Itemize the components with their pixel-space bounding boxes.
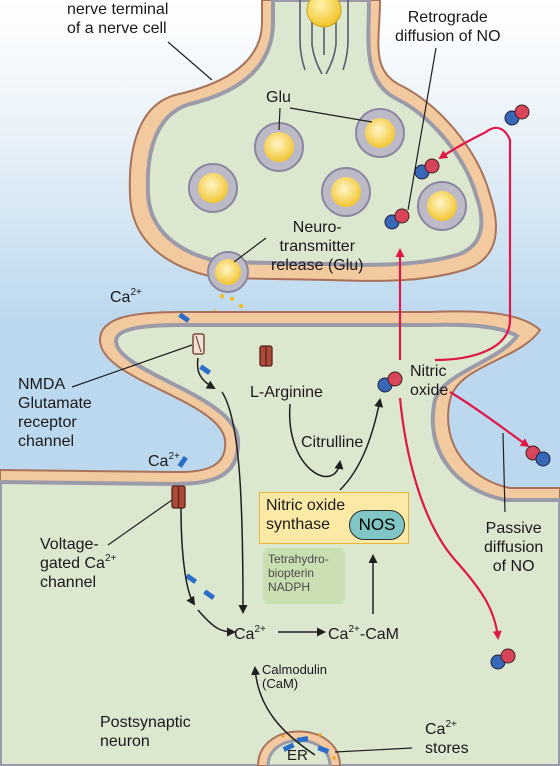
- neurotransmitter-release-label: Neuro- transmitter release (Glu): [271, 218, 363, 275]
- vesicle: [355, 108, 405, 158]
- nitric-oxide-line-2: oxide: [410, 382, 449, 399]
- retrograde-line-2: diffusion of NO: [395, 28, 501, 45]
- vesicle: [254, 122, 304, 172]
- ca-center-label: Ca2+: [234, 623, 266, 644]
- passive-line-1: Passive: [485, 520, 542, 537]
- ca-stores-dots: [281, 733, 336, 760]
- nos-synthase-line-1: Nitric oxide: [266, 497, 346, 514]
- ca-charge: 2+: [168, 450, 180, 462]
- ca-charge: 2+: [445, 718, 457, 730]
- passive-line-2: diffusion: [484, 539, 544, 556]
- no-molecule: [377, 371, 403, 393]
- cofactor-line-2: biopterin: [268, 566, 315, 580]
- voltage-gated-line-2: gated Ca: [40, 555, 105, 572]
- citrulline-label: Citrulline: [301, 434, 364, 451]
- calmodulin-line-2: (CaM): [262, 676, 299, 691]
- glu-label: Glu: [266, 89, 291, 106]
- receptor-channel: [259, 345, 273, 367]
- nmda-line-2: Glutamate: [18, 395, 92, 412]
- leader-lines: [71, 41, 506, 753]
- no-diffusion-arrows: [395, 126, 530, 640]
- neurotransmitter-line-3: release (Glu): [271, 257, 364, 274]
- no-molecule: [414, 158, 440, 180]
- neurotransmitter-line-1: Neuro-: [292, 219, 342, 236]
- ca-cam-label: Ca2+-CaM: [328, 623, 399, 644]
- nos-synthase-line-2: synthase: [266, 516, 331, 533]
- er-label: ER: [287, 747, 308, 764]
- l-arginine-label: L-Arginine: [250, 384, 323, 401]
- nmda-receptor-label: NMDA Glutamate receptor channel: [18, 375, 92, 451]
- ca-text: Ca: [425, 721, 446, 738]
- glutamate-vesicles: [188, 108, 467, 293]
- ca-text: Ca: [328, 626, 349, 643]
- no-molecule: [504, 104, 530, 126]
- nerve-terminal-line-2: of a nerve cell: [67, 20, 167, 37]
- postsynaptic-neuron-label: Postsynaptic neuron: [100, 713, 191, 751]
- cofactor-line-3: NADPH: [268, 580, 311, 594]
- no-molecule: [384, 208, 410, 230]
- retrograde-diffusion-label: Retrograde diffusion of NO: [395, 8, 501, 46]
- nitric-oxide-line-1: Nitric: [410, 363, 447, 380]
- vesicle: [321, 167, 371, 217]
- nos-enzyme: NOS: [349, 510, 405, 540]
- no-molecule: [490, 648, 516, 670]
- postsynaptic-line-2: neuron: [100, 733, 150, 750]
- nmda-line-1: NMDA: [18, 376, 66, 393]
- ca-charge: 2+: [130, 286, 142, 298]
- postsynaptic-line-1: Postsynaptic: [100, 714, 191, 731]
- ca-charge: 2+: [104, 552, 117, 564]
- nitric-oxide-synthase-label: Nitric oxide synthase: [266, 496, 345, 534]
- passive-line-3: of NO: [492, 558, 535, 575]
- voltage-gated-ca-channel: [171, 485, 186, 509]
- passive-diffusion-label: Passive diffusion of NO: [484, 519, 543, 576]
- voltage-gated-line-3: channel: [40, 574, 97, 591]
- voltage-gated-channel-label: Voltage- gated Ca2+ channel: [40, 535, 116, 592]
- ca-charge: 2+: [348, 623, 360, 635]
- cam-suffix: -CaM: [359, 626, 399, 643]
- vesicle: [188, 163, 238, 213]
- vesicle: [417, 181, 467, 231]
- ca-top-label: Ca2+: [110, 286, 142, 307]
- ca-mid-label: Ca2+: [148, 450, 180, 471]
- nerve-terminal-line-1: nerve terminal: [67, 1, 169, 18]
- fusing-vesicle: [207, 251, 249, 293]
- ca-text: Ca: [110, 289, 131, 306]
- stores-text: stores: [425, 740, 469, 757]
- calmodulin-line-1: Calmodulin: [262, 662, 328, 677]
- ca-text: Ca: [148, 453, 169, 470]
- voltage-gated-line-1: Voltage-: [40, 536, 99, 553]
- ca-stores-label: Ca2+ stores: [425, 718, 469, 758]
- neurotransmitter-line-2: transmitter: [279, 238, 356, 255]
- nmda-receptor-channel: [192, 333, 205, 355]
- cofactor-label: Tetrahydro- biopterin NADPH: [268, 552, 329, 594]
- calmodulin-label: Calmodulin (CaM): [262, 663, 327, 691]
- nitric-oxide-label: Nitric oxide: [410, 362, 448, 400]
- nmda-line-3: receptor: [18, 414, 77, 431]
- nmda-line-4: channel: [18, 433, 75, 450]
- endoplasmic-reticulum: [256, 730, 342, 766]
- cofactor-box: [263, 548, 345, 604]
- pathway-arrows: [180, 357, 384, 756]
- ca-charge: 2+: [254, 623, 266, 635]
- retrograde-line-1: Retrograde: [407, 9, 488, 26]
- cofactor-line-1: Tetrahydro-: [268, 552, 329, 566]
- nerve-terminal-label: nerve terminal of a nerve cell: [67, 0, 168, 38]
- ca-text: Ca: [234, 626, 255, 643]
- no-molecule: [525, 445, 551, 467]
- calcium-ions: [177, 312, 330, 754]
